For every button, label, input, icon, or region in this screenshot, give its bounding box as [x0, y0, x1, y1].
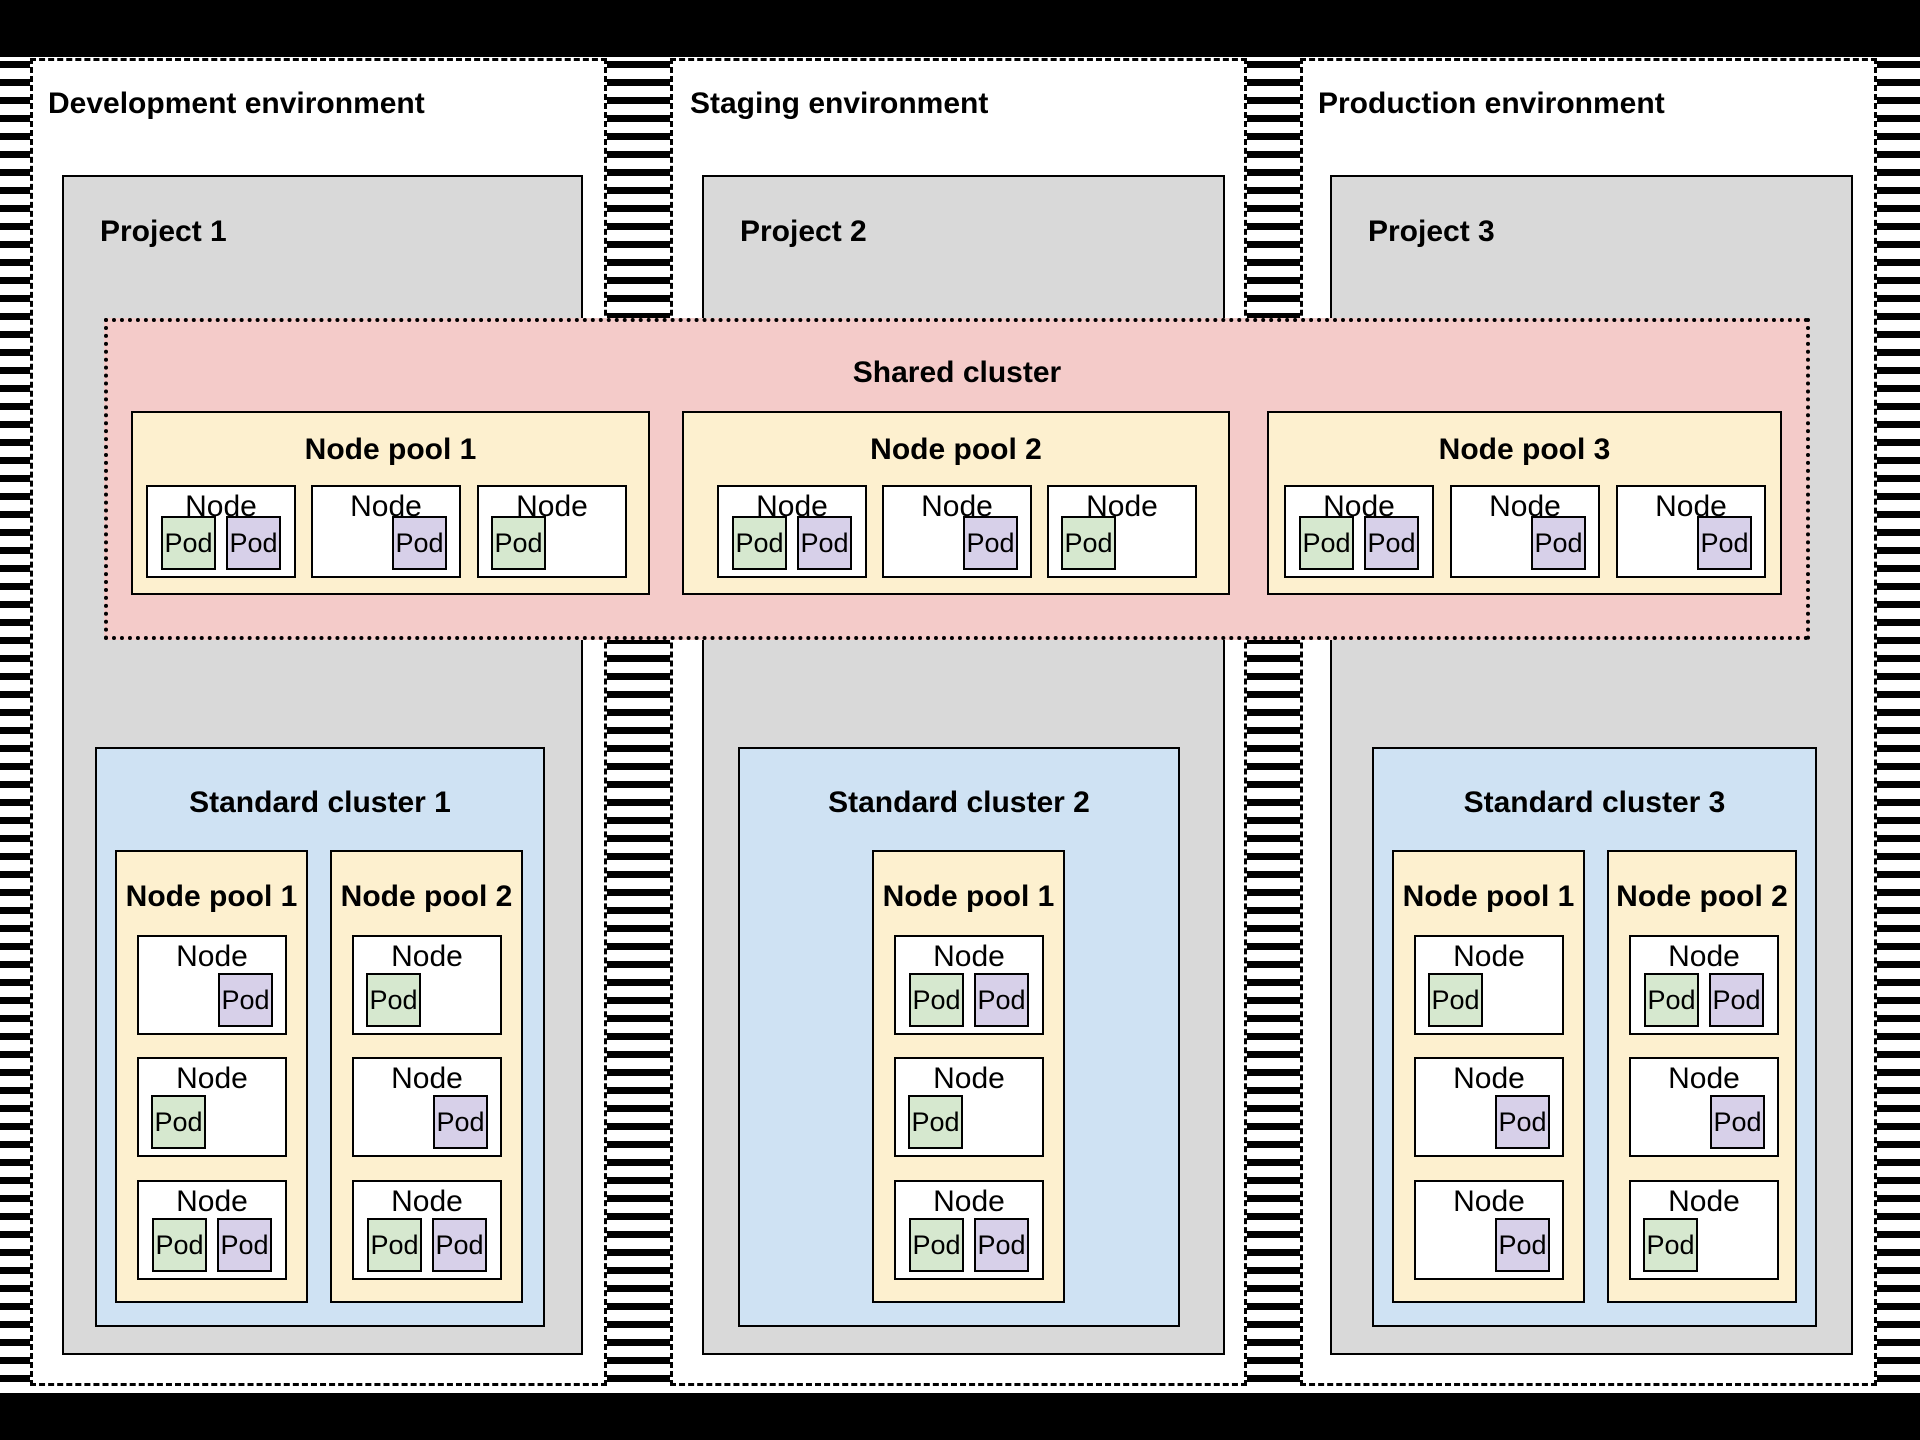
project-title: Project 2 [740, 215, 867, 248]
pod-box-purple: Pod [1495, 1095, 1550, 1149]
shared-node-pool-title: Node pool 1 [304, 433, 477, 466]
pod-box-purple: Pod [226, 516, 281, 570]
node-label: Node [1453, 1062, 1525, 1095]
environment-box-1 [30, 58, 607, 1386]
project-title: Project 1 [100, 215, 227, 248]
pod-box-purple: Pod [1697, 516, 1752, 570]
pod-box-green: Pod [491, 516, 546, 570]
standard-cluster-title: Standard cluster 2 [828, 786, 1090, 819]
shared-node-pool-title: Node pool 3 [1438, 433, 1611, 466]
isolation-stripe-barrier-1 [0, 61, 30, 1387]
node-label: Node [933, 1185, 1005, 1218]
pod-box-green: Pod [367, 1218, 422, 1272]
project-title: Project 3 [1368, 215, 1495, 248]
pod-box-green: Pod [366, 973, 421, 1027]
node-pool-title: Node pool 1 [1402, 880, 1575, 913]
isolation-stripe-barrier-3 [1247, 61, 1300, 1387]
shared-node-pool-title: Node pool 2 [870, 433, 1042, 466]
pod-box-green: Pod [909, 1218, 964, 1272]
node-label: Node [176, 1185, 248, 1218]
pod-box-green: Pod [152, 1218, 207, 1272]
standard-cluster-title: Standard cluster 1 [189, 786, 451, 819]
node-label: Node [933, 940, 1005, 973]
pod-box-purple: Pod [217, 1218, 272, 1272]
node-pool-title: Node pool 1 [882, 880, 1055, 913]
node-label: Node [933, 1062, 1005, 1095]
node-pool-title: Node pool 1 [125, 880, 298, 913]
node-label: Node [391, 1062, 463, 1095]
node-label: Node [176, 940, 248, 973]
node-label: Node [1668, 1062, 1740, 1095]
node-label: Node [1668, 1185, 1740, 1218]
pod-box-green: Pod [151, 1095, 206, 1149]
environment-title: Staging environment [690, 87, 989, 120]
pod-box-purple: Pod [1710, 1095, 1765, 1149]
pod-box-purple: Pod [392, 516, 447, 570]
shared-cluster-title: Shared cluster [852, 356, 1062, 389]
pod-box-purple: Pod [974, 973, 1029, 1027]
pod-box-purple: Pod [1709, 973, 1764, 1027]
pod-box-purple: Pod [433, 1095, 488, 1149]
node-label: Node [1668, 940, 1740, 973]
node-label: Node [391, 1185, 463, 1218]
environment-title: Development environment [48, 87, 425, 120]
node-label: Node [391, 940, 463, 973]
pod-box-green: Pod [1643, 1218, 1698, 1272]
pod-box-purple: Pod [797, 516, 852, 570]
environment-box-2 [670, 58, 1247, 1386]
isolation-stripe-barrier-4 [1877, 61, 1920, 1387]
pod-box-purple: Pod [432, 1218, 487, 1272]
pod-box-green: Pod [909, 973, 964, 1027]
node-label: Node [1453, 940, 1525, 973]
pod-box-green: Pod [1428, 973, 1483, 1027]
pod-box-purple: Pod [1495, 1218, 1550, 1272]
pod-box-green: Pod [161, 516, 216, 570]
node-label: Node [176, 1062, 248, 1095]
node-pool-title: Node pool 2 [1616, 880, 1788, 913]
pod-box-green: Pod [732, 516, 787, 570]
environment-box-3 [1300, 58, 1877, 1386]
pod-box-purple: Pod [218, 973, 273, 1027]
pod-box-green: Pod [908, 1095, 963, 1149]
pod-box-purple: Pod [1531, 516, 1586, 570]
pod-box-green: Pod [1644, 973, 1699, 1027]
pod-box-green: Pod [1061, 516, 1116, 570]
node-pool-title: Node pool 2 [340, 880, 513, 913]
pod-box-green: Pod [1299, 516, 1354, 570]
standard-cluster-title: Standard cluster 3 [1463, 786, 1726, 819]
pod-box-purple: Pod [963, 516, 1018, 570]
isolation-stripe-barrier-2 [607, 61, 670, 1387]
pod-box-purple: Pod [1364, 516, 1419, 570]
environment-title: Production environment [1318, 87, 1665, 120]
node-label: Node [1453, 1185, 1525, 1218]
pod-box-purple: Pod [974, 1218, 1029, 1272]
